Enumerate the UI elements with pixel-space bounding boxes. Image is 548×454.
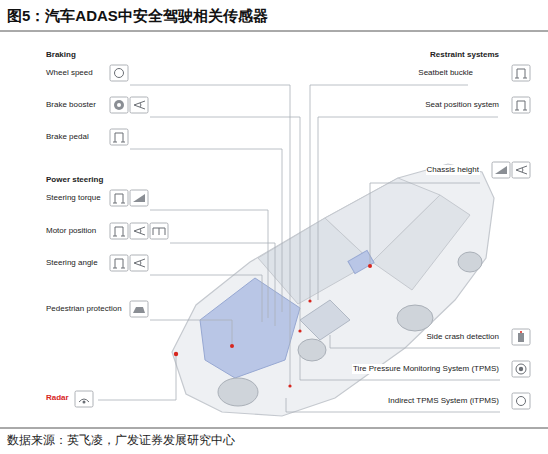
front-wheel <box>218 378 258 406</box>
seat <box>300 300 350 340</box>
section-heading: Braking <box>45 50 77 60</box>
sensor-icon <box>512 97 530 113</box>
sensor-label: Indirect TPMS System (iTPMS) <box>387 396 500 406</box>
sensor-label: Seat position system <box>424 100 500 110</box>
figure-caption: 数据来源：英飞凌，广发证券发展研究中心 <box>6 433 236 447</box>
sensor-icon <box>512 162 530 178</box>
side-window <box>372 195 470 290</box>
sensor-icon <box>110 255 128 271</box>
sensor-icon <box>130 190 148 206</box>
figure-title: 图5：汽车ADAS中安全驾驶相关传感器 <box>6 7 269 25</box>
rear-wheel <box>397 305 433 331</box>
sensor-icons <box>75 65 530 409</box>
sensor-icon <box>130 223 148 239</box>
engine-area <box>200 278 300 378</box>
car-body <box>172 164 494 416</box>
sensor-label: Steering torque <box>45 193 102 203</box>
sensor-label: Brake pedal <box>45 132 90 142</box>
sensor-label: Pedestrian protection <box>45 304 123 314</box>
sensor-icon <box>110 65 128 81</box>
sensor-icon <box>110 129 128 145</box>
sensor-icon <box>150 223 168 239</box>
sensor-icon <box>512 393 530 409</box>
sensor-label: Steering angle <box>45 258 99 268</box>
sensor-label: Tire Pressure Monitoring System (TPMS) <box>352 364 500 374</box>
car-illustration <box>172 164 494 416</box>
sensor-icon <box>110 223 128 239</box>
sensor-label: Wheel speed <box>45 68 94 78</box>
sensor-icon <box>512 65 530 81</box>
sensor-label: Chassis height <box>426 165 480 175</box>
highlight-label: Radar <box>45 393 70 403</box>
sensor-label: Motor position <box>45 226 97 236</box>
sensor-icon <box>512 361 530 377</box>
sensor-icon <box>75 391 93 407</box>
sensor-icon <box>512 329 530 345</box>
leader-lines <box>98 85 500 412</box>
rear-wheel-right <box>458 252 482 272</box>
sensor-icon <box>110 97 128 113</box>
sensor-label: Seatbelt buckle <box>417 68 474 78</box>
sensor-icon <box>492 162 510 178</box>
section-heading: Power steering <box>45 175 104 185</box>
sensor-icon <box>130 301 148 317</box>
sensor-icon <box>110 190 128 206</box>
sensor-icon <box>130 255 148 271</box>
callout-dots <box>174 264 372 388</box>
sensor-label: Side crash detection <box>426 332 501 342</box>
title-rule <box>0 31 548 32</box>
front-wheel-right <box>298 339 326 361</box>
sensor-icon <box>130 97 148 113</box>
sensor-label: Brake booster <box>45 100 97 110</box>
section-heading: Restraint systems <box>429 50 500 60</box>
caption-rule <box>0 428 548 429</box>
